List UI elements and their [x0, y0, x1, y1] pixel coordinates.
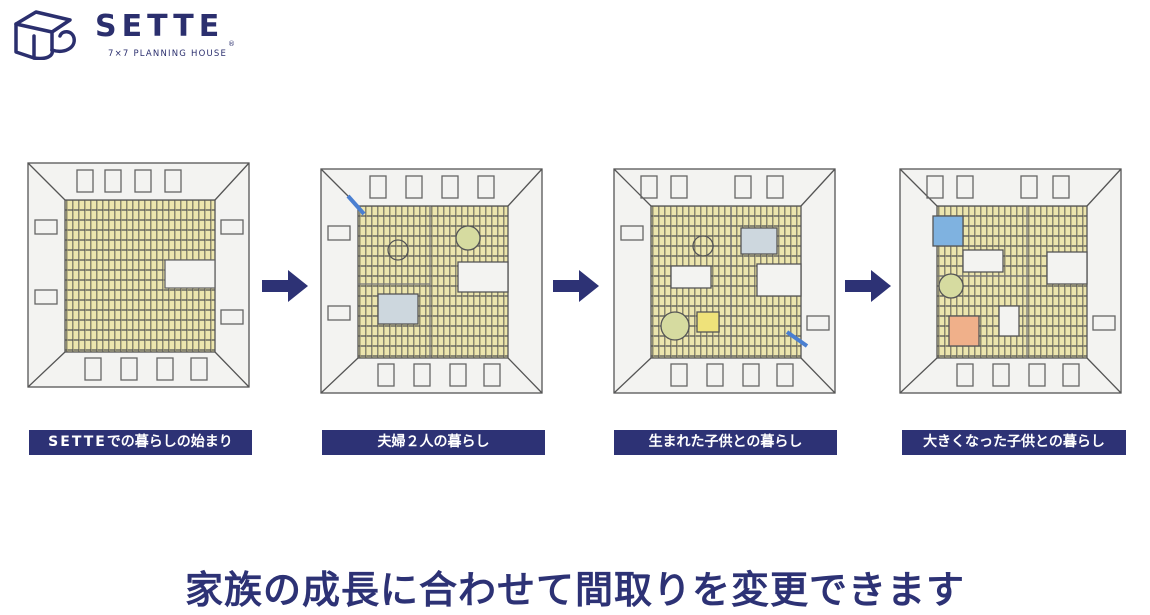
registered-mark: ®: [228, 40, 235, 48]
stage-2-label: 夫婦２人の暮らし: [322, 430, 545, 455]
stage-4-label: 大きくなった子供との暮らし: [902, 430, 1126, 455]
stage-3-label: 生まれた子供との暮らし: [614, 430, 837, 455]
stage-3-floorplan: [611, 166, 838, 396]
right-arrow-icon: [553, 268, 599, 304]
right-arrow-icon: [845, 268, 891, 304]
empty-room-floorplan: [27, 162, 250, 388]
couple-room-floorplan: [320, 168, 543, 394]
stage-1-label-text: での暮らしの始まり: [106, 434, 233, 450]
brand-tagline: 7×7 PLANNING HOUSE: [108, 49, 228, 59]
main-caption: 家族の成長に合わせて間取りを変更できます: [184, 568, 965, 612]
stage-2-floorplan: [318, 166, 545, 396]
right-arrow-icon: [262, 268, 308, 304]
stage-4-floorplan: [897, 166, 1124, 396]
stage-1-label: SETTEでの暮らしの始まり: [29, 430, 252, 455]
house-roll-icon: [12, 6, 82, 61]
grown-child-room-floorplan: [899, 168, 1122, 394]
brand-logo: SETTE ® 7×7 PLANNING HOUSE: [12, 6, 242, 62]
stage-1-floorplan: [25, 160, 252, 390]
brand-name: SETTE: [95, 9, 225, 44]
baby-room-floorplan: [613, 168, 836, 394]
stage-1-label-brand: SETTE: [48, 434, 107, 450]
